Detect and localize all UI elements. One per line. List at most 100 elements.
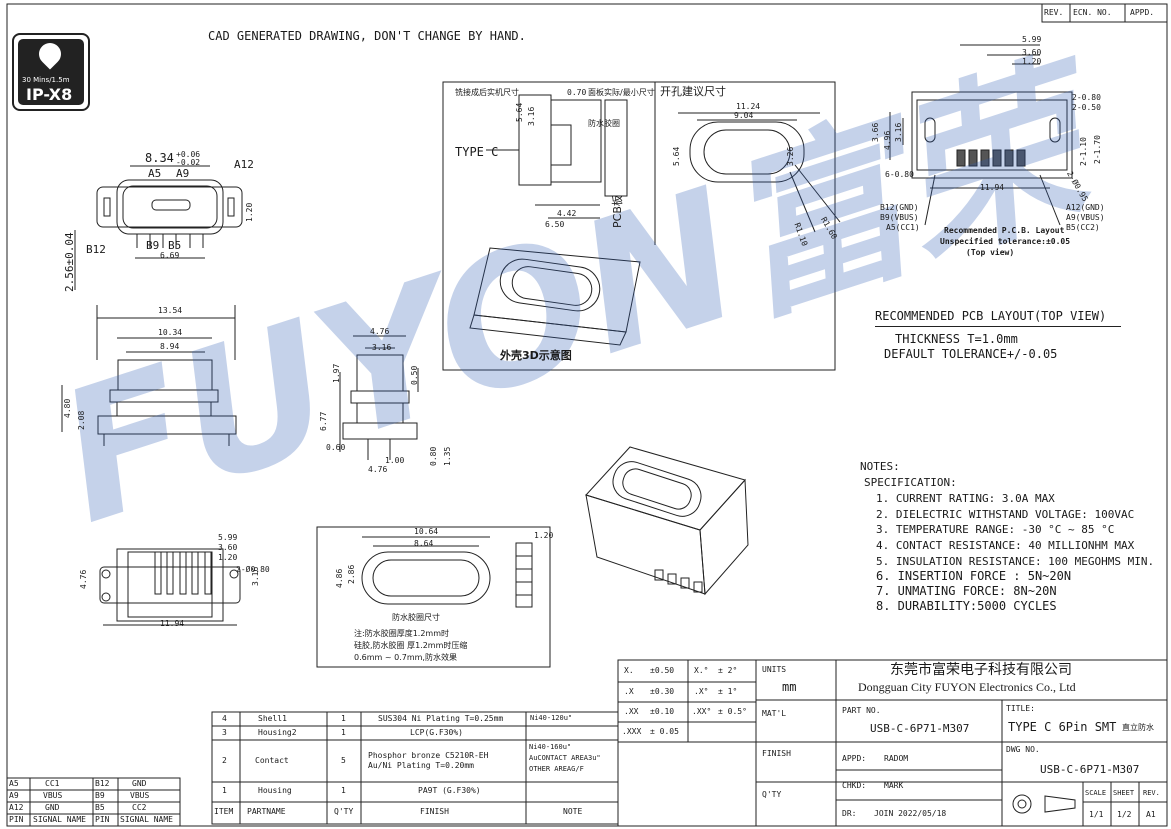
front-dim-side: 1.20 [245,202,254,222]
tol-r3c3: .XX° [692,707,712,716]
pin-r2c3: B9 [95,791,105,800]
tb-matl-label: MAT'L [762,709,787,718]
notes-spec-title: SPECIFICATION: [864,476,957,489]
tol-r4c1: .XXX [622,727,642,736]
tol-r2c2: ±0.30 [650,687,675,696]
tol-r1c3: X.° [694,666,709,675]
side-b-dim-bot3: 4.76 [368,465,388,474]
rev-header: REV. [1044,8,1064,17]
tb-dwg-no: USB-C-6P71-M307 [1040,763,1140,776]
ipx-sub: 30 Mins/1.5m [22,76,70,84]
bom-row4-item: 4 [222,714,227,723]
tb-scale-label: SCALE [1085,789,1107,797]
section-pcb-label: PCB板 [611,195,624,228]
gasket-dim5: 2.86 [347,564,356,584]
bom-row3-finish: LCP(G.F30%) [410,728,463,737]
cutout-dim3: 5.64 [672,146,681,166]
pcb-dim7: 3.66 [871,122,880,142]
side-a-dim-width: 13.54 [158,306,183,315]
tb-chkd-label: CHKD: [842,781,867,790]
bottom-dim4: 2-Ø0.80 [236,565,270,574]
view-3d-label: 外壳3D示意图 [500,349,572,362]
pcb-pin-a12: A12(GND) [1066,203,1105,212]
tb-appd-label: APPD: [842,754,867,763]
gasket-dim1: 10.64 [414,527,439,536]
section-dim4: 4.42 [557,209,577,218]
pin-r1c1: A5 [9,779,19,788]
side-a-dim-inner2: 8.94 [160,342,180,351]
bom-row1-part: Housing [258,786,292,795]
notes-item-2: 2. DIELECTRIC WITHSTAND VOLTAGE: 100VAC [876,508,1135,521]
front-view-outline [75,166,242,290]
bom-row3-qty: 1 [341,728,346,737]
bottom-dim3: 1.20 [218,553,238,562]
section-type-label: TYPE C [455,145,499,159]
tb-scale: 1/1 [1089,810,1104,819]
bom-header-qty: Q'TY [334,807,354,816]
front-pin-a5: A5 [148,167,162,180]
tb-chkd: MARK [884,781,904,790]
side-a-dim-h1: 4.80 [63,398,72,418]
pcb-layout-note3: (Top view) [966,248,1015,257]
bom-row3-part: Housing2 [258,728,297,737]
notes-title: NOTES: [860,460,900,473]
front-dim-tol-plus: +0.06 [176,150,201,159]
pcb-layout-note2: Unspecified tolerance:±0.05 [940,237,1071,246]
tb-units: mm [782,680,797,694]
pin-r1c3: B12 [95,779,110,788]
pin-r2c2: VBUS [43,791,63,800]
notes-item-5: 5. INSULATION RESISTANCE: 100 MEGOHMS MI… [876,555,1155,568]
tol-r2c3: .X° [694,687,709,696]
bom-header-note: NOTE [563,807,583,816]
notes-item-4: 4. CONTACT RESISTANCE: 40 MILLIONHM MAX [876,539,1135,552]
bom-row2-finish: Phosphor bronze C5210R-EH [368,751,489,760]
tol-r2c4: ± 1° [718,687,738,696]
section-dim1-note: 面板实际/最小尺寸 [588,88,655,97]
side-b-dim-h1: 1.97 [332,363,341,383]
pcb-notes-underline [875,326,1121,327]
pcb-dim12: 2-1.70 [1093,135,1102,164]
front-dim-bottom: 6.69 [160,251,180,260]
section-title: 铣接成后实机尺寸 [455,88,519,97]
notes-item-6: 6. INSERTION FORCE : 5N~20N [876,569,1072,583]
pcb-notes-thickness: THICKNESS T=1.0mm [895,332,1018,346]
tol-r4c2: ± 0.05 [650,727,679,736]
tol-r2c1: .X [624,687,634,696]
bom-row2-note: Ni40-160u" [529,743,572,751]
tb-part-no: USB-C-6P71-M307 [870,722,970,735]
side-a-dim-inner: 10.34 [158,328,183,337]
pcb-dim9: 6-0.80 [885,170,914,179]
tol-r1c1: X. [624,666,634,675]
side-view-b-outline [340,336,418,460]
cutout-dim4: 3.26 [786,146,795,166]
pcb-pin-a5: A5(CC1) [886,223,920,232]
bom-row2-qty: 5 [341,756,346,765]
bom-row2-part: Contact [255,756,289,765]
pcb-dim2: 3.60 [1022,48,1042,57]
bom-header-finish: FINISH [420,807,449,816]
tol-r1c4: ± 2° [718,666,738,675]
pin-r3c4: CC2 [132,803,147,812]
bom-row2-item: 2 [222,756,227,765]
side-b-dim-h2: 6.77 [319,411,328,431]
section-dim3: 3.16 [527,106,536,126]
tol-r3c1: .XX [624,707,639,716]
pin-r4c4: SIGNAL NAME [120,815,173,824]
pin-r4c1: PIN [9,815,24,824]
pin-r1c2: CC1 [45,779,60,788]
bottom-dim2: 3.60 [218,543,238,552]
pcb-layout-note1: Recommended P.C.B. Layout [944,226,1065,235]
cutout-dim1: 11.24 [736,102,761,111]
side-b-dim-top2: 3.16 [372,343,392,352]
section-view-outline [443,82,835,370]
bom-row2-note2: AuCONTACT AREA3u" [529,754,601,762]
gasket-dim4: 4.86 [335,568,344,588]
projection-symbol-icon [1012,794,1076,814]
bottom-dim1: 5.99 [218,533,238,542]
pcb-pin-a9: A9(VBUS) [1066,213,1105,222]
cutout-dim2: 9.04 [734,111,754,120]
bottom-view-outline [100,549,240,625]
notes-item-8: 8. DURABILITY:5000 CYCLES [876,599,1057,613]
ipx-label: IP-X8 [26,85,73,104]
